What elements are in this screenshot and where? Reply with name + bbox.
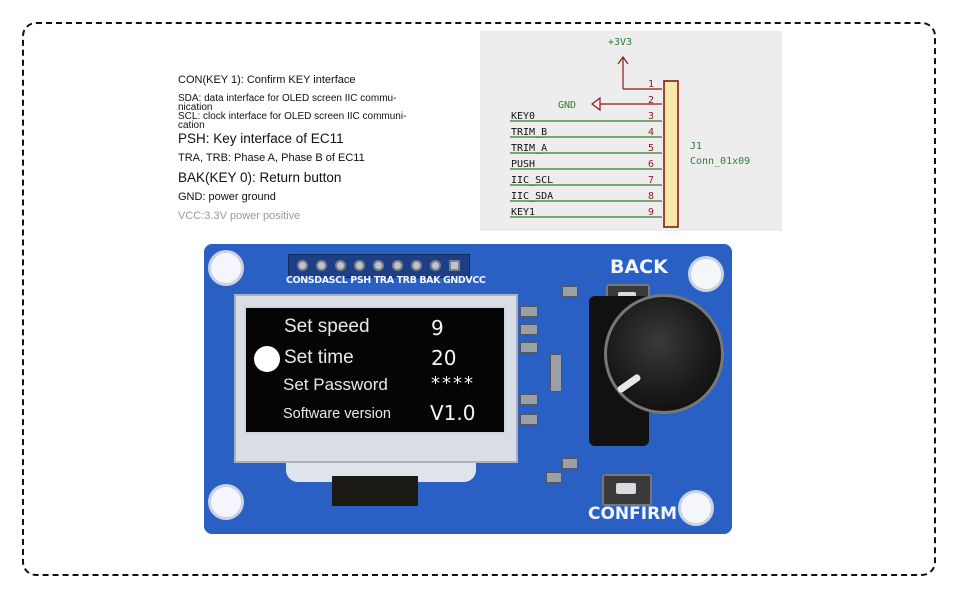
legend-sda: SDA: data interface for OLED screen IIC … [178,93,397,104]
smd-component [520,342,538,353]
mount-hole [208,484,244,520]
legend-vcc: VCC:3.3V power positive [178,210,301,222]
ref-label: J1 [690,141,702,152]
dashed-frame [22,22,936,576]
smd-component [562,286,578,297]
net-label: IIC_SCL [511,175,553,186]
pin-number: 8 [648,191,654,202]
pin-number: 6 [648,159,654,170]
pin-number: 1 [648,79,654,90]
menu-item-password-label: Set Password [283,375,388,394]
mount-hole [688,256,724,292]
header-pin [392,260,403,271]
confirm-button-cap [616,483,636,494]
gnd-label: GND [558,100,576,111]
header-pin [316,260,327,271]
smd-component [550,354,562,392]
oled-flex-cable [332,476,418,506]
smd-component [520,414,538,425]
connector-body [663,80,679,228]
oled-module-board: CONSDASCL PSH TRA TRB BAK GNDVCC BACK CO… [204,244,732,534]
pin-number: 7 [648,175,654,186]
menu-item-time-label: Set time [284,347,354,368]
oled-screen [244,306,506,434]
smd-component [520,324,538,335]
back-label: BACK [610,256,668,278]
legend-scl-cont: cation [178,120,205,131]
net-label: KEY1 [511,207,535,218]
header-pin [335,260,346,271]
menu-item-password-value: **** [431,373,475,394]
pin-number: 9 [648,207,654,218]
net-label: KEY0 [511,111,535,122]
legend-gnd: GND: power ground [178,191,276,203]
value-label: Conn_01x09 [690,156,750,167]
smd-component [520,306,538,317]
smd-component [546,472,562,483]
rotary-encoder-knob[interactable] [604,294,724,414]
pin-number: 5 [648,143,654,154]
pin-number: 2 [648,95,654,106]
menu-cursor-icon [254,346,280,372]
legend-bak: BAK(KEY 0): Return button [178,170,342,185]
net-label: IIC_SDA [511,191,553,202]
legend-con: CON(KEY 1): Confirm KEY interface [178,74,356,86]
pin-number: 3 [648,111,654,122]
legend-sda-cont: nication [178,102,213,113]
header-pin [373,260,384,271]
mount-hole [678,490,714,526]
net-label: TRIM_B [511,127,547,138]
menu-item-speed-label: Set speed [284,316,370,337]
menu-item-version-label: Software version [283,406,391,422]
legend-scl: SCL: clock interface for OLED screen IIC… [178,111,407,122]
menu-item-speed-value: 9 [431,316,444,340]
pin-number: 4 [648,127,654,138]
header-pin [430,260,441,271]
pin-header [288,254,470,278]
menu-item-time-value: 20 [431,346,457,370]
mount-hole [208,250,244,286]
net-label: TRIM_A [511,143,547,154]
power-label: +3V3 [608,37,632,48]
header-pin [297,260,308,271]
header-pin [354,260,365,271]
net-label: PUSH [511,159,535,170]
confirm-label: CONFIRM [588,504,678,524]
menu-item-version-value: V1.0 [430,401,476,425]
connector-schematic: +3V3 GND J1 Conn_01x09 1 2 3 KEY0 4 TRIM_B 5 TR… [480,31,782,231]
legend-tra-trb: TRA, TRB: Phase A, Phase B of EC11 [178,152,365,164]
smd-component [520,394,538,405]
confirm-button[interactable] [602,474,652,506]
smd-component [562,458,578,469]
pin-labels: CONSDASCL PSH TRA TRB BAK GNDVCC [286,275,486,286]
header-pin [411,260,422,271]
gnd-icon [591,96,601,112]
header-pin [449,260,460,271]
legend-psh: PSH: Key interface of EC11 [178,131,344,146]
